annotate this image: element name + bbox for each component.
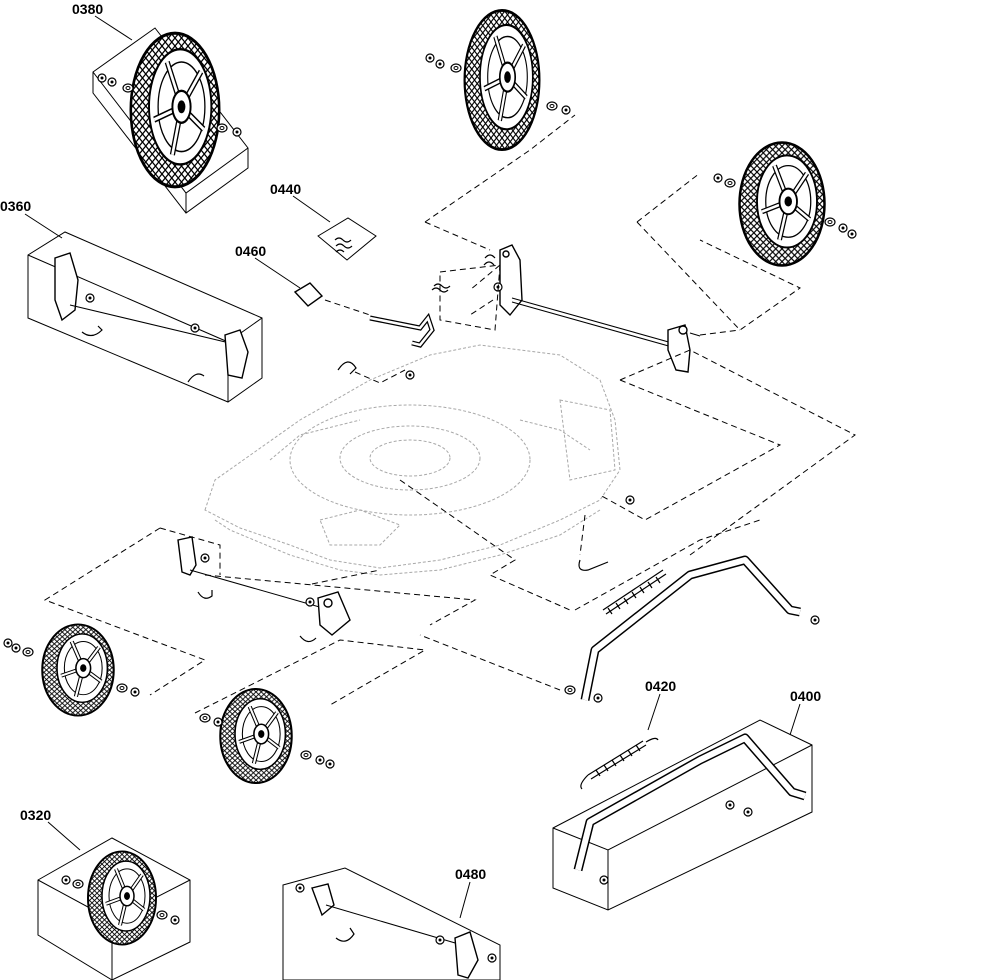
assembly-guide-lines	[43, 114, 856, 714]
callout-0320: 0320	[20, 807, 51, 823]
height-adjust-lever	[293, 282, 435, 348]
kit-box-0480	[282, 867, 501, 980]
kit-box-0320	[37, 837, 191, 980]
handle-bracket	[564, 495, 820, 703]
rear-wheel-right	[713, 143, 857, 266]
center-small-parts	[337, 254, 503, 380]
kit-box-0400	[552, 719, 813, 911]
callout-0440: 0440	[270, 181, 301, 197]
leader-lines	[24, 15, 801, 919]
callout-0420: 0420	[645, 678, 676, 694]
mower-deck-outline	[204, 344, 621, 576]
callout-0400: 0400	[790, 688, 821, 704]
callout-0380: 0380	[72, 1, 103, 17]
kit-box-0360	[27, 231, 263, 403]
kit-box-0440	[317, 217, 377, 261]
callout-0360: 0360	[0, 198, 31, 214]
callout-0460: 0460	[235, 243, 266, 259]
spring-0420	[580, 737, 659, 790]
kit-box-0380	[92, 27, 249, 214]
rear-axle-assembly	[499, 244, 701, 373]
front-wheel-left	[3, 624, 140, 715]
front-wheel-lower	[199, 689, 335, 783]
front-axle-assembly	[177, 536, 351, 643]
callout-0480: 0480	[455, 866, 486, 882]
rear-wheel-top	[425, 10, 571, 149]
